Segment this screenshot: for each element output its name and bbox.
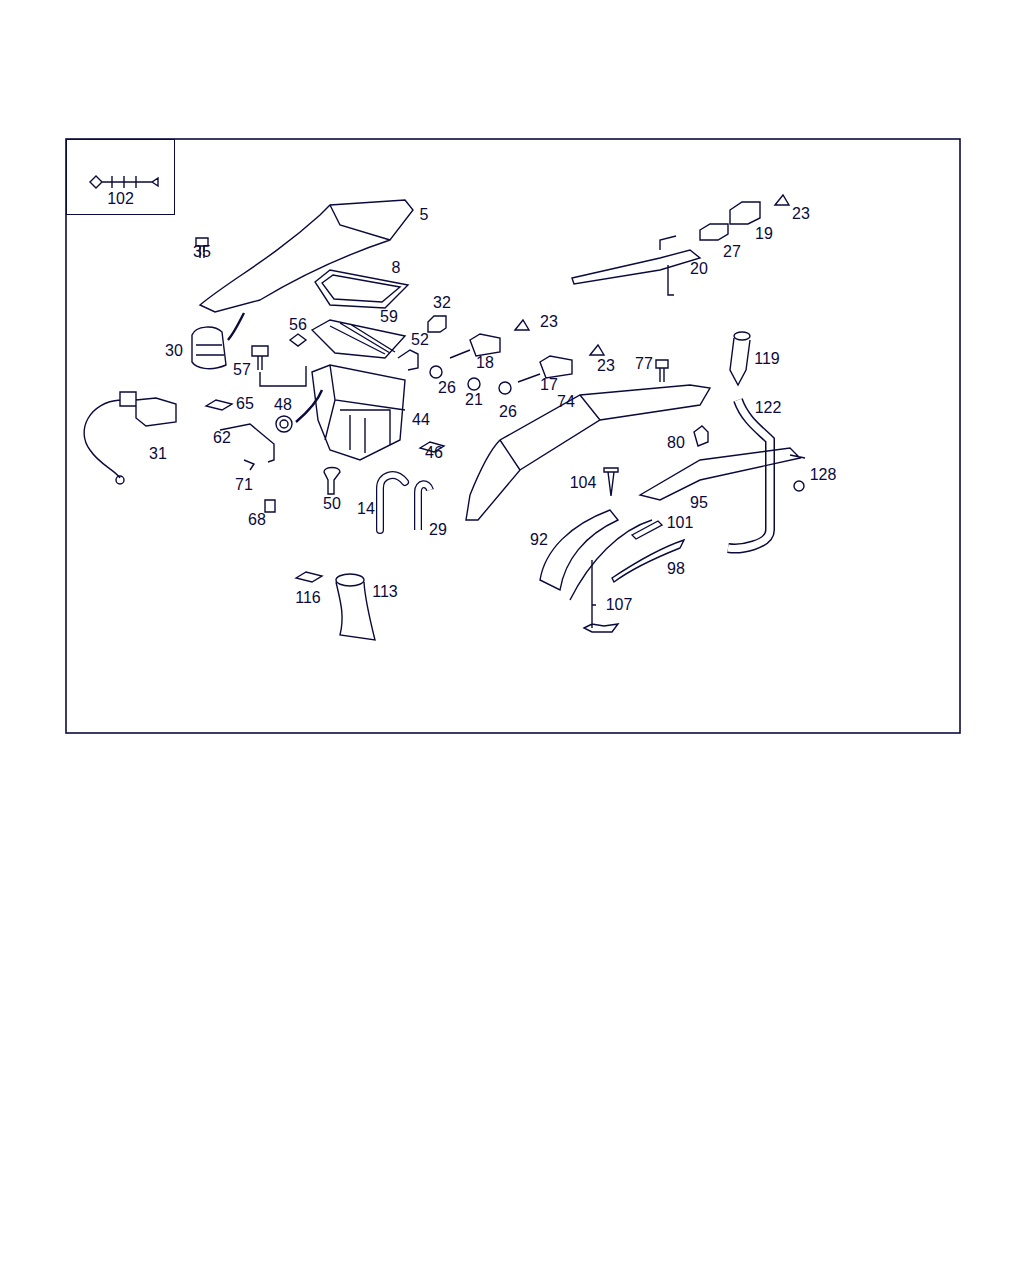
callout-number: 48	[274, 396, 292, 414]
callout-number: 23	[597, 357, 615, 375]
callout-number: 104	[570, 474, 597, 492]
callout-number: 56	[289, 316, 307, 334]
callout-number: 102	[107, 190, 134, 208]
callout-number: 113	[372, 583, 398, 601]
callout-number: 17	[540, 376, 558, 394]
callout-number: 52	[411, 331, 429, 349]
callout-number: 21	[465, 391, 483, 409]
callout-number: 92	[530, 531, 548, 549]
callout-number: 26	[438, 379, 456, 397]
callout-number: 68	[248, 511, 266, 529]
callout-number: 65	[236, 395, 254, 413]
callout-number: 57	[233, 361, 251, 379]
inset-box: 102	[66, 139, 175, 215]
callout-number: 32	[433, 294, 451, 312]
callout-number: 50	[323, 495, 341, 513]
callout-number: 23	[540, 313, 558, 331]
callout-number: 30	[165, 342, 183, 360]
callout-number: 14	[357, 500, 375, 518]
callout-number: 23	[792, 205, 810, 223]
callout-number: 107	[606, 596, 633, 614]
callout-number: 71	[235, 476, 253, 494]
callout-number: 116	[295, 589, 321, 607]
callout-number: 122	[755, 399, 782, 417]
callout-number: 44	[412, 411, 430, 429]
callout-number: 59	[380, 308, 398, 326]
callout-number: 27	[723, 243, 741, 261]
callout-number: 119	[754, 350, 780, 368]
callout-number: 101	[667, 514, 694, 532]
callout-number: 74	[557, 393, 575, 411]
callout-number: 80	[667, 434, 685, 452]
callout-number: 128	[810, 466, 837, 484]
callout-number: 46	[425, 444, 443, 462]
callout-number: 18	[476, 354, 494, 372]
callout-number: 29	[429, 521, 447, 539]
callout-number: 77	[635, 355, 653, 373]
callout-number: 26	[499, 403, 517, 421]
callout-number: 98	[667, 560, 685, 578]
callout-number: 19	[755, 225, 773, 243]
callout-number: 35	[193, 243, 211, 261]
callout-number: 62	[213, 429, 231, 447]
callout-number: 8	[392, 259, 401, 277]
callout-number: 31	[149, 445, 167, 463]
callout-number: 95	[690, 494, 708, 512]
callout-number: 5	[420, 206, 429, 224]
callout-number: 20	[690, 260, 708, 278]
